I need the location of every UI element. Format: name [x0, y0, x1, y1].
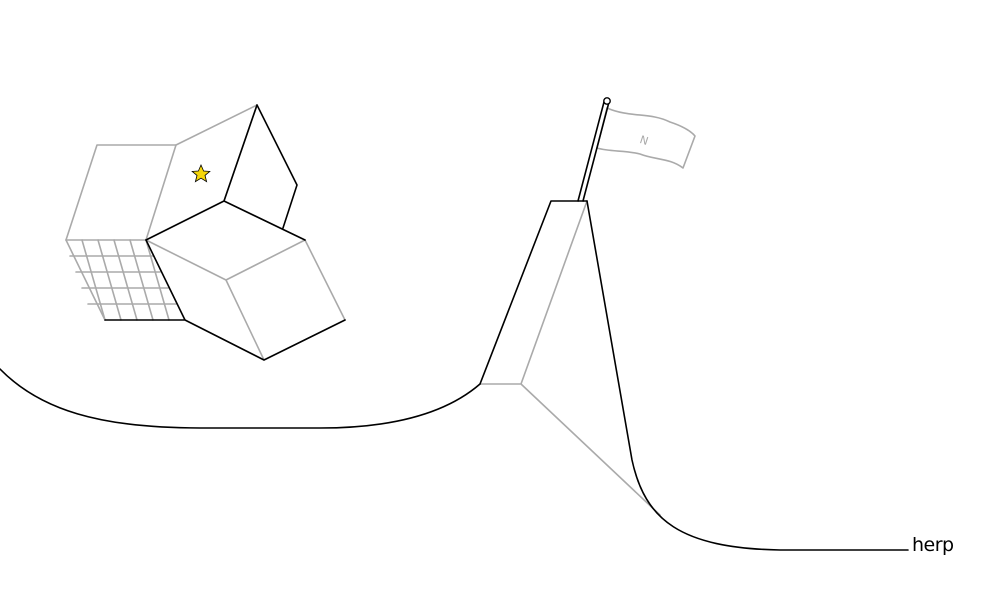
- block-black-edges: [104, 239, 346, 361]
- cube-left-face: [65, 144, 177, 241]
- flag-pole-knob: [603, 97, 611, 105]
- cube-top-face: [175, 104, 258, 202]
- cube-black-edges: [145, 104, 306, 241]
- track-name-label[interactable]: herp: [912, 534, 954, 556]
- cube-grid: [65, 239, 177, 321]
- star-icon[interactable]: [191, 163, 211, 183]
- flag-pole: [577, 101, 610, 202]
- ground-line: [0, 368, 481, 429]
- scenery-lines: [65, 104, 696, 516]
- physics-lines: [0, 101, 909, 551]
- flag-cloth: [596, 107, 696, 169]
- ramp-left-edge: [479, 200, 588, 385]
- block-grey-edges: [145, 239, 346, 361]
- flag-letter: N: [638, 133, 650, 148]
- ramp-descent: [586, 200, 909, 551]
- ramp-scenery: [479, 200, 661, 516]
